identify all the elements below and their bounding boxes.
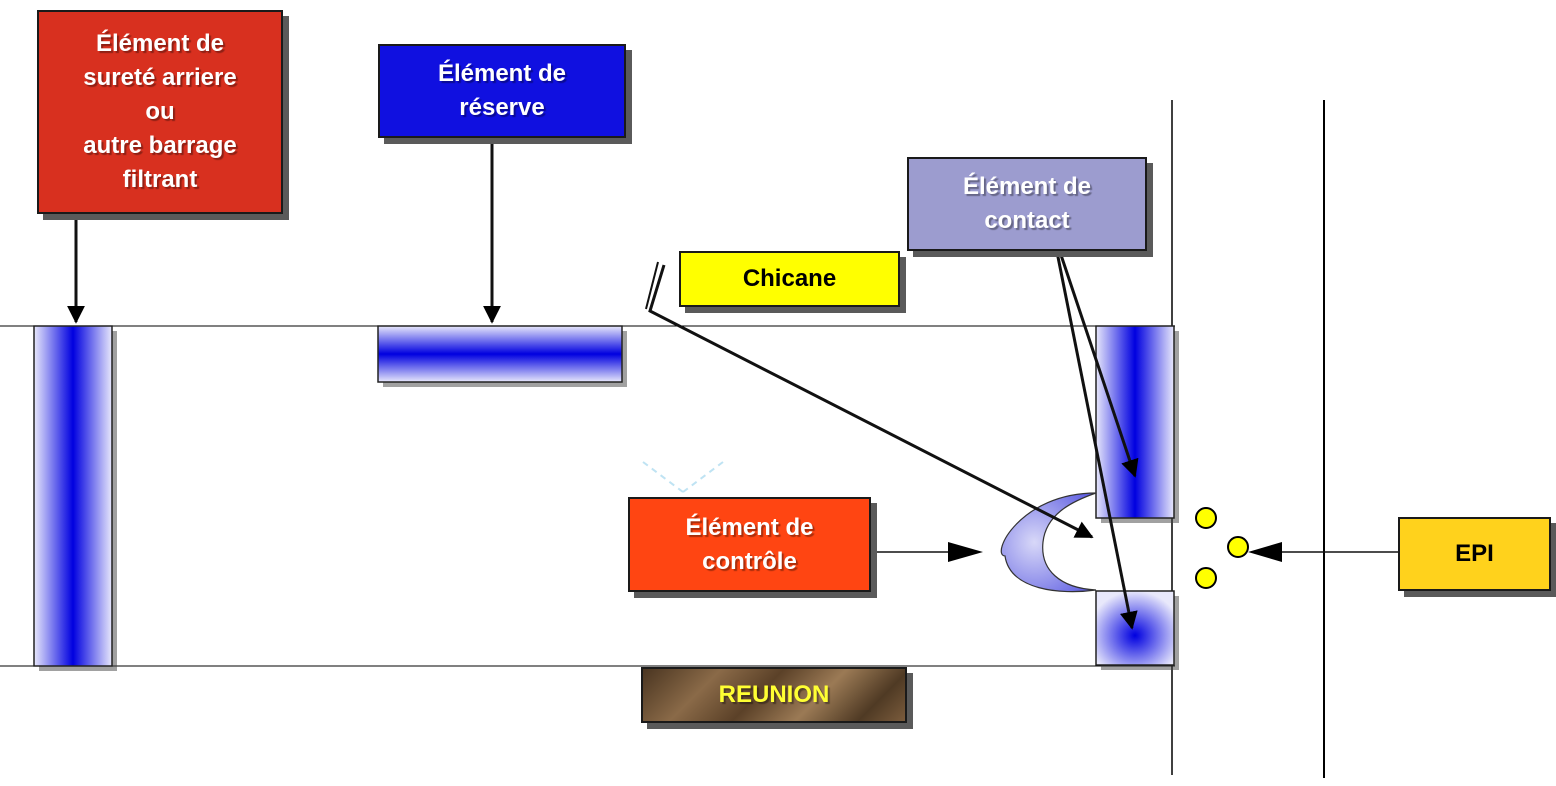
- reserve-element: [377, 325, 623, 383]
- contact-line-1: Élément de: [962, 173, 1092, 200]
- reunion-box: REUNION: [641, 667, 907, 723]
- marker-dot-bottom: [1195, 567, 1217, 589]
- arrow-control-head: [948, 542, 983, 562]
- rear-safety-line-1: Élément de: [95, 30, 225, 57]
- control-line-2: contrôle: [702, 547, 797, 575]
- contact-element-lower: [1095, 590, 1175, 666]
- epi-box: EPI: [1398, 517, 1551, 591]
- control-line-1: Élément de: [685, 513, 814, 541]
- rear-safety-line-2: sureté arriere: [83, 64, 237, 91]
- arrow-chicane-double: [645, 261, 659, 310]
- reserve-line-2: réserve: [459, 94, 545, 121]
- arrow-chicane: [648, 264, 1094, 539]
- rear-safety-line-4: autre barrage: [83, 132, 237, 159]
- contact-element-upper: [1095, 325, 1175, 519]
- faint-dash-right: [682, 461, 724, 493]
- chicane-box: Chicane: [679, 251, 900, 307]
- reunion-label: REUNION: [718, 681, 830, 708]
- chicane-label: Chicane: [742, 265, 837, 292]
- arrow-contact-upper: [1058, 251, 1139, 478]
- rear-safety-line-3: ou: [145, 98, 175, 125]
- rear-safety-box: Élément de sureté arriere ou autre barra…: [37, 10, 283, 214]
- faint-dash-left: [642, 461, 684, 493]
- contact-line-2: contact: [984, 207, 1070, 234]
- epi-label: EPI: [1455, 540, 1494, 567]
- rear-safety-element: [33, 325, 113, 667]
- reserve-box: Élément de réserve: [378, 44, 626, 138]
- arrow-epi-head: [1248, 542, 1282, 562]
- arrow-contact-lower: [1055, 251, 1138, 630]
- marker-dot-middle: [1227, 536, 1249, 558]
- marker-dot-top: [1195, 507, 1217, 529]
- reserve-line-1: Élément de: [437, 60, 567, 87]
- chicane-crescent: [1000, 492, 1097, 593]
- rear-safety-line-5: filtrant: [122, 166, 198, 193]
- contact-box: Élément de contact: [907, 157, 1147, 251]
- control-box: Élément de contrôle: [628, 497, 871, 592]
